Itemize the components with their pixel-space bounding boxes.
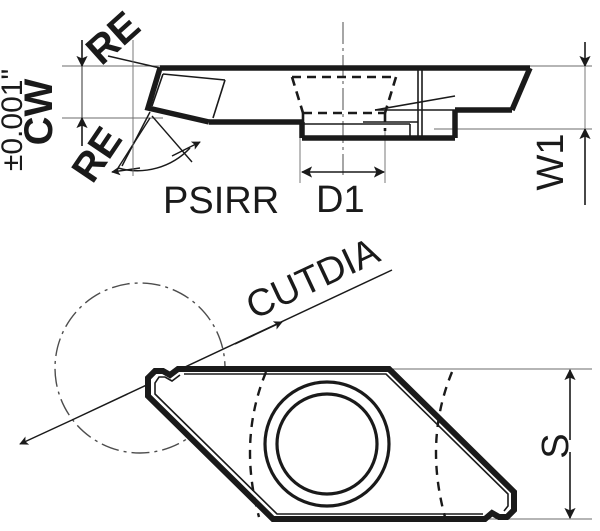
insert-outline	[145, 366, 517, 522]
insert-bore	[263, 380, 391, 508]
insert-land-line-left	[154, 374, 483, 515]
section-interior-lines	[151, 66, 456, 138]
section-outline	[144, 65, 533, 141]
bore-inner-circle	[275, 392, 379, 496]
label-cw: CW	[17, 78, 61, 145]
label-w1: W1	[530, 134, 572, 191]
dimension-psirr	[111, 115, 201, 176]
dimension-cutdia	[19, 269, 393, 445]
label-d1: D1	[316, 179, 365, 221]
insert-body	[145, 366, 517, 522]
label-psirr: PSIRR	[163, 180, 279, 222]
countersunk-bore-hidden-lines	[290, 75, 398, 131]
top-plan-view: CUTDIA S	[19, 230, 592, 522]
insert-land-line-right	[184, 373, 509, 512]
label-s: S	[535, 433, 577, 458]
side-section-view: ±0.001" CW RE RE PSIRR D1 W1	[0, 3, 592, 222]
bore-outer-circle	[263, 380, 391, 508]
corner-radius-hidden-lines	[248, 371, 454, 518]
label-tolerance: ±0.001"	[0, 69, 29, 171]
